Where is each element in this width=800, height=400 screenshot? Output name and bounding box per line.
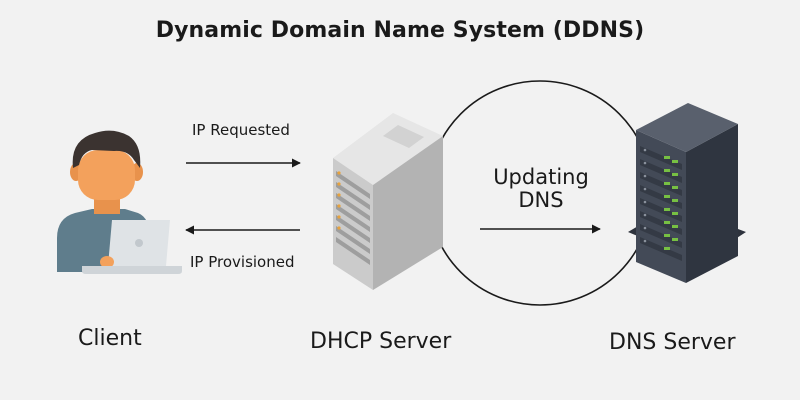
- server-rack-icon: [628, 103, 746, 283]
- client-label: Client: [78, 326, 142, 351]
- diagram-title: Dynamic Domain Name System (DDNS): [155, 18, 645, 43]
- dhcp-server-label: DHCP Server: [310, 329, 452, 354]
- dns-server-label: DNS Server: [609, 330, 736, 355]
- server-tower-icon: [333, 113, 443, 290]
- updating-dns-label-line1: Updating: [493, 165, 589, 189]
- ip-provisioned-label: IP Provisioned: [190, 253, 295, 271]
- person-with-laptop-icon: [57, 130, 182, 274]
- updating-dns-label: Updating DNS: [466, 166, 616, 212]
- ip-requested-label: IP Requested: [192, 121, 290, 139]
- updating-dns-label-line2: DNS: [518, 188, 564, 212]
